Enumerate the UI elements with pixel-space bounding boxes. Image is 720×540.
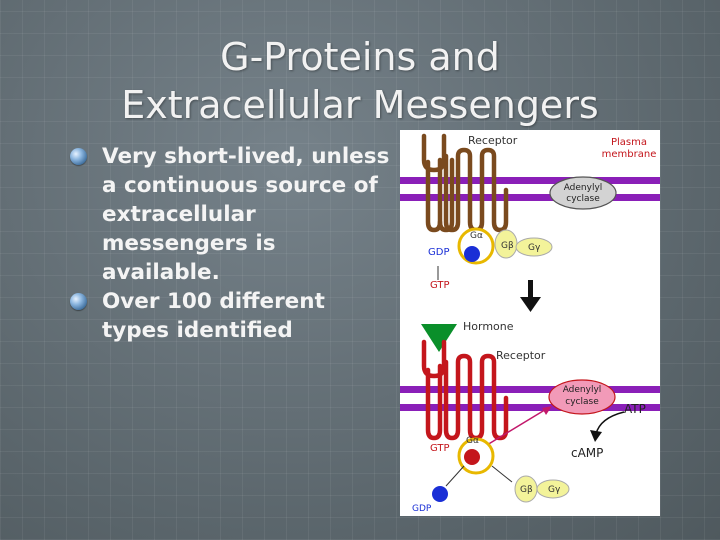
g-gamma-top-label: Gγ	[528, 243, 541, 253]
bullet-text: Over 100 different types identified	[102, 289, 325, 343]
release-arrow-beta-gamma	[492, 466, 512, 482]
release-arrow-gdp	[446, 466, 464, 486]
slide-title-line-1: G-Proteins and	[220, 35, 500, 79]
g-beta-bottom-label: Gβ	[520, 485, 533, 495]
plasma-membrane-label-2: membrane	[602, 149, 657, 160]
adenylyl-cyclase-bottom-label-2: cyclase	[565, 397, 599, 407]
g-alpha-top-label: Gα	[470, 231, 483, 241]
g-alpha-bottom-label: Gα	[466, 436, 479, 446]
adenylyl-cyclase-top	[550, 177, 616, 209]
receptor-label-top: Receptor	[468, 134, 518, 147]
g-gamma-bottom-label: Gγ	[548, 485, 561, 495]
adenylyl-cyclase-top-label-2: cyclase	[566, 194, 600, 204]
camp-label: cAMP	[571, 446, 603, 460]
atp-label: ATP	[624, 402, 646, 416]
atp-to-camp-arrow	[596, 412, 624, 434]
gtp-label-top: GTP	[430, 280, 450, 291]
atp-to-camp-arrow-head-icon	[590, 430, 602, 442]
g-beta-top-label: Gβ	[501, 241, 514, 251]
bullet-list: Very short-lived, unless a continuous so…	[70, 142, 390, 345]
gdp-label-top: GDP	[428, 247, 449, 258]
slide-title-line-2: Extracellular Messengers	[121, 83, 598, 127]
g-protein-diagram: Receptor Plasma membrane Adenylyl cyclas…	[400, 130, 660, 516]
hormone-icon	[421, 324, 457, 352]
bullet-marker-icon	[70, 293, 87, 310]
bullet-item: Very short-lived, unless a continuous so…	[70, 142, 390, 287]
gtp-ball-bottom	[464, 449, 480, 465]
slide-title: G-Proteins and Extracellular Messengers	[40, 33, 680, 129]
plasma-membrane-label-1: Plasma	[611, 137, 647, 148]
gtp-label-bottom: GTP	[430, 443, 450, 454]
transition-arrow-head-icon	[520, 297, 541, 312]
gdp-ball-bottom	[432, 486, 448, 502]
gdp-ball-top	[464, 246, 480, 262]
bullet-marker-icon	[70, 148, 87, 165]
bullet-item: Over 100 different types identified	[70, 287, 390, 345]
diagram-svg: Receptor Plasma membrane Adenylyl cyclas…	[400, 130, 660, 516]
bullet-text: Very short-lived, unless a continuous so…	[102, 144, 389, 285]
adenylyl-cyclase-top-label-1: Adenylyl	[564, 183, 603, 193]
adenylyl-cyclase-bottom-label-1: Adenylyl	[563, 385, 602, 395]
hormone-label: Hormone	[463, 320, 514, 333]
receptor-label-bottom: Receptor	[496, 349, 546, 362]
gdp-label-bottom: GDP	[412, 504, 432, 514]
